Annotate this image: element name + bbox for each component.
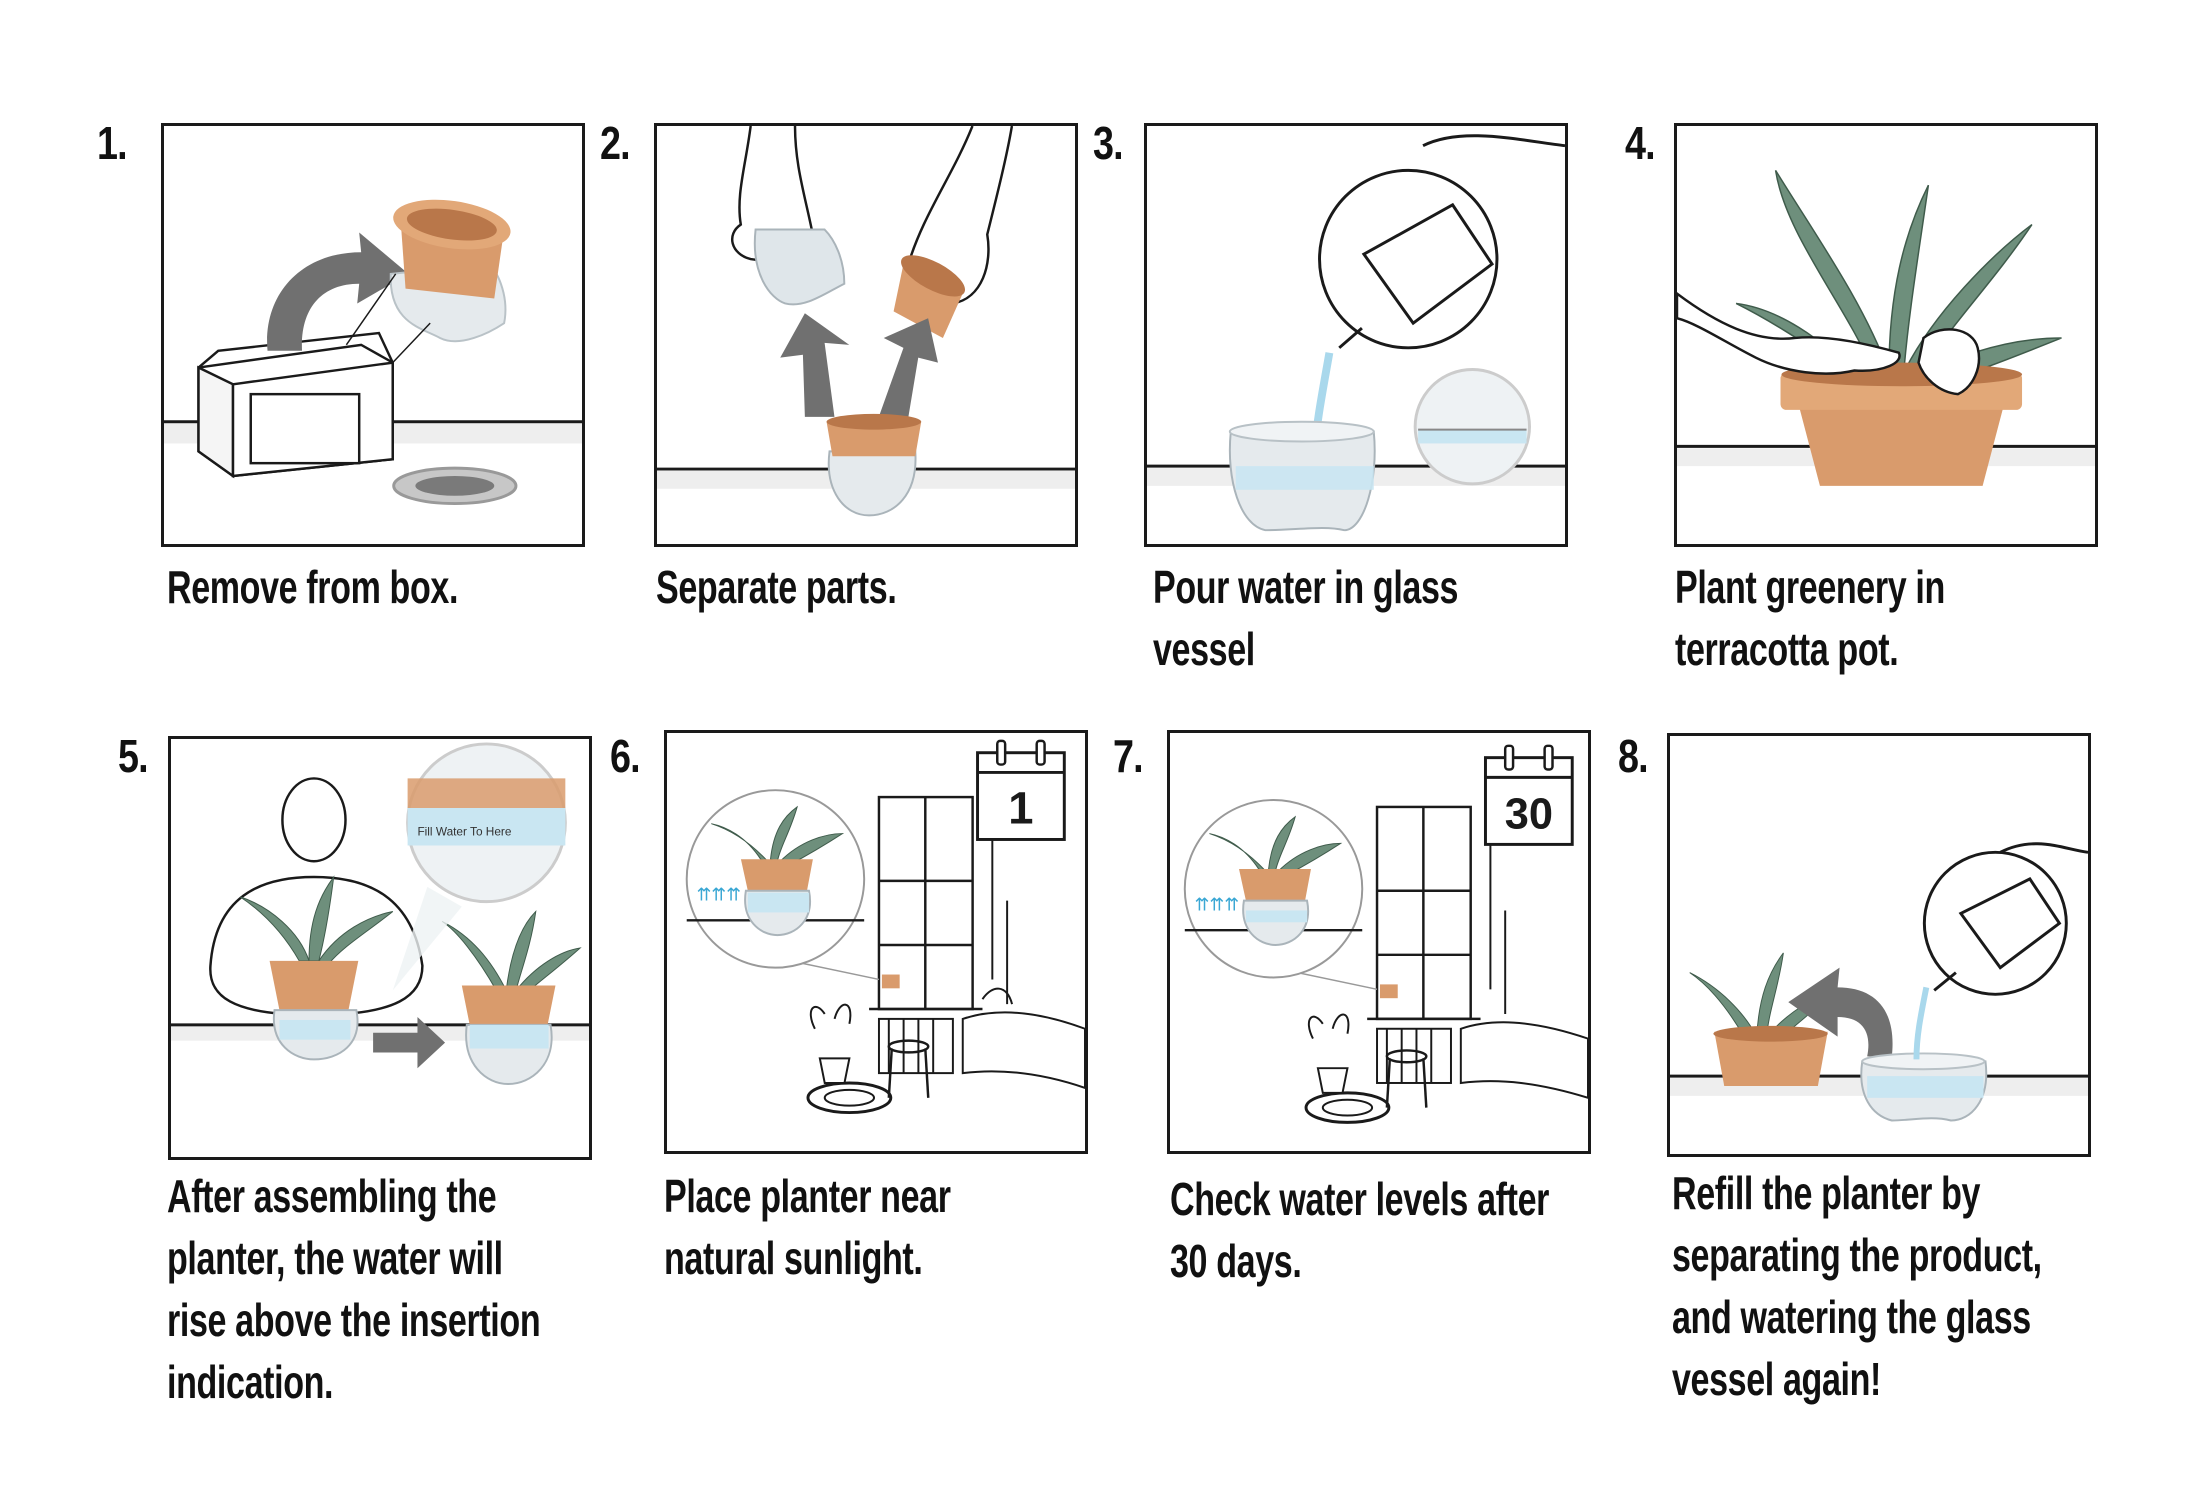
step-panel-5: Fill Water To Here bbox=[168, 736, 592, 1160]
plant-greenery-illustration bbox=[1677, 169, 2095, 486]
glass-vessel-icon bbox=[1860, 1052, 1988, 1122]
sunlight-room-illustration: ⇈⇈⇈ 1 bbox=[685, 739, 1085, 1115]
curved-arrow-icon bbox=[1788, 967, 1893, 1057]
step-caption-8: Refill the planter by separating the pro… bbox=[1672, 1167, 2042, 1405]
rug-icon bbox=[806, 1081, 893, 1115]
arrow-up-left-icon bbox=[780, 313, 850, 417]
step-number-8: 8. bbox=[1618, 730, 1649, 782]
glass-vessel-icon bbox=[753, 228, 846, 306]
planter-icon bbox=[269, 960, 359, 1061]
pour-water-illustration bbox=[1147, 134, 1565, 532]
step-panel-2 bbox=[654, 123, 1078, 547]
step-number-2: 2. bbox=[600, 117, 631, 169]
watering-can-icon bbox=[1318, 134, 1565, 350]
remove-from-box-illustration bbox=[164, 199, 582, 506]
window-icon bbox=[1367, 805, 1481, 1021]
step-number-4: 4. bbox=[1625, 117, 1656, 169]
houseplant-icon bbox=[809, 1003, 852, 1084]
bed-icon bbox=[1459, 1021, 1588, 1099]
cardboard-box-icon bbox=[197, 331, 394, 479]
terracotta-pot-icon bbox=[1780, 362, 2023, 486]
step-number-6: 6. bbox=[610, 730, 641, 782]
step-caption-5: After assembling the planter, the water … bbox=[167, 1170, 541, 1408]
check-water-room-illustration: ⇈⇈⇈ 30 bbox=[1183, 744, 1588, 1124]
magnifier-detail-icon: Fill Water To Here bbox=[392, 742, 567, 991]
calendar-day: 1 bbox=[1008, 783, 1033, 834]
calendar-day: 30 bbox=[1505, 791, 1553, 839]
step-number-7: 7. bbox=[1113, 730, 1144, 782]
water-rise-icon: ⇈⇈⇈ bbox=[697, 886, 742, 906]
magnifier-detail-icon: ⇈⇈⇈ bbox=[685, 789, 880, 981]
step-number-1: 1. bbox=[97, 117, 128, 169]
separate-parts-illustration bbox=[657, 126, 1075, 517]
step-caption-2: Separate parts. bbox=[656, 561, 897, 613]
bed-icon bbox=[961, 1011, 1085, 1089]
arrow-right-icon bbox=[373, 1017, 446, 1069]
step-caption-4: Plant greenery in terracotta pot. bbox=[1675, 561, 1945, 675]
step-panel-4 bbox=[1674, 123, 2098, 547]
houseplant-icon bbox=[1307, 1013, 1350, 1094]
arrow-up-right-icon bbox=[878, 318, 938, 417]
calendar-icon: 1 bbox=[976, 739, 1066, 841]
step-panel-1 bbox=[161, 123, 585, 547]
calendar-icon: 30 bbox=[1483, 744, 1574, 846]
assembly-illustration: Fill Water To Here bbox=[171, 742, 589, 1086]
planter-icon bbox=[389, 199, 511, 343]
step-panel-3 bbox=[1144, 123, 1568, 547]
refill-illustration bbox=[1670, 842, 2088, 1122]
hand-left-icon bbox=[1677, 292, 1901, 375]
step-caption-7: Check water levels after 30 days. bbox=[1170, 1173, 1550, 1287]
water-rise-icon: ⇈⇈⇈ bbox=[1195, 895, 1240, 915]
step-panel-8 bbox=[1667, 733, 2091, 1157]
stool-icon bbox=[887, 1039, 930, 1098]
glass-vessel-icon bbox=[1228, 420, 1376, 532]
stool-icon bbox=[1385, 1049, 1428, 1108]
rug-icon bbox=[1304, 1091, 1391, 1124]
step-caption-6: Place planter near natural sunlight. bbox=[664, 1170, 951, 1284]
step-number-5: 5. bbox=[118, 730, 149, 782]
hand-right-icon bbox=[1917, 328, 1981, 396]
step-caption-3: Pour water in glass vessel bbox=[1153, 561, 1459, 675]
step-number-3: 3. bbox=[1093, 117, 1124, 169]
step-panel-7: ⇈⇈⇈ 30 bbox=[1167, 730, 1591, 1154]
watering-can-icon bbox=[1922, 842, 2088, 996]
planter-icon bbox=[1689, 952, 1835, 1086]
planter-finished-icon bbox=[441, 910, 582, 1086]
planter-icon bbox=[826, 413, 922, 517]
magnifier-detail-icon bbox=[1413, 368, 1531, 486]
water-stream-icon bbox=[1913, 986, 1930, 1060]
fill-water-label: Fill Water To Here bbox=[417, 825, 511, 839]
hand-left-icon bbox=[730, 126, 815, 262]
aloe-plant-icon bbox=[239, 875, 394, 965]
curved-arrow-icon bbox=[267, 232, 409, 351]
radiator-icon bbox=[877, 1017, 954, 1075]
step-panel-6: ⇈⇈⇈ 1 bbox=[664, 730, 1088, 1154]
magnifier-detail-icon: ⇈⇈⇈ bbox=[1183, 799, 1378, 991]
terracotta-pot-icon bbox=[893, 255, 966, 338]
step-caption-1: Remove from box. bbox=[167, 561, 459, 613]
window-icon bbox=[869, 795, 983, 1011]
